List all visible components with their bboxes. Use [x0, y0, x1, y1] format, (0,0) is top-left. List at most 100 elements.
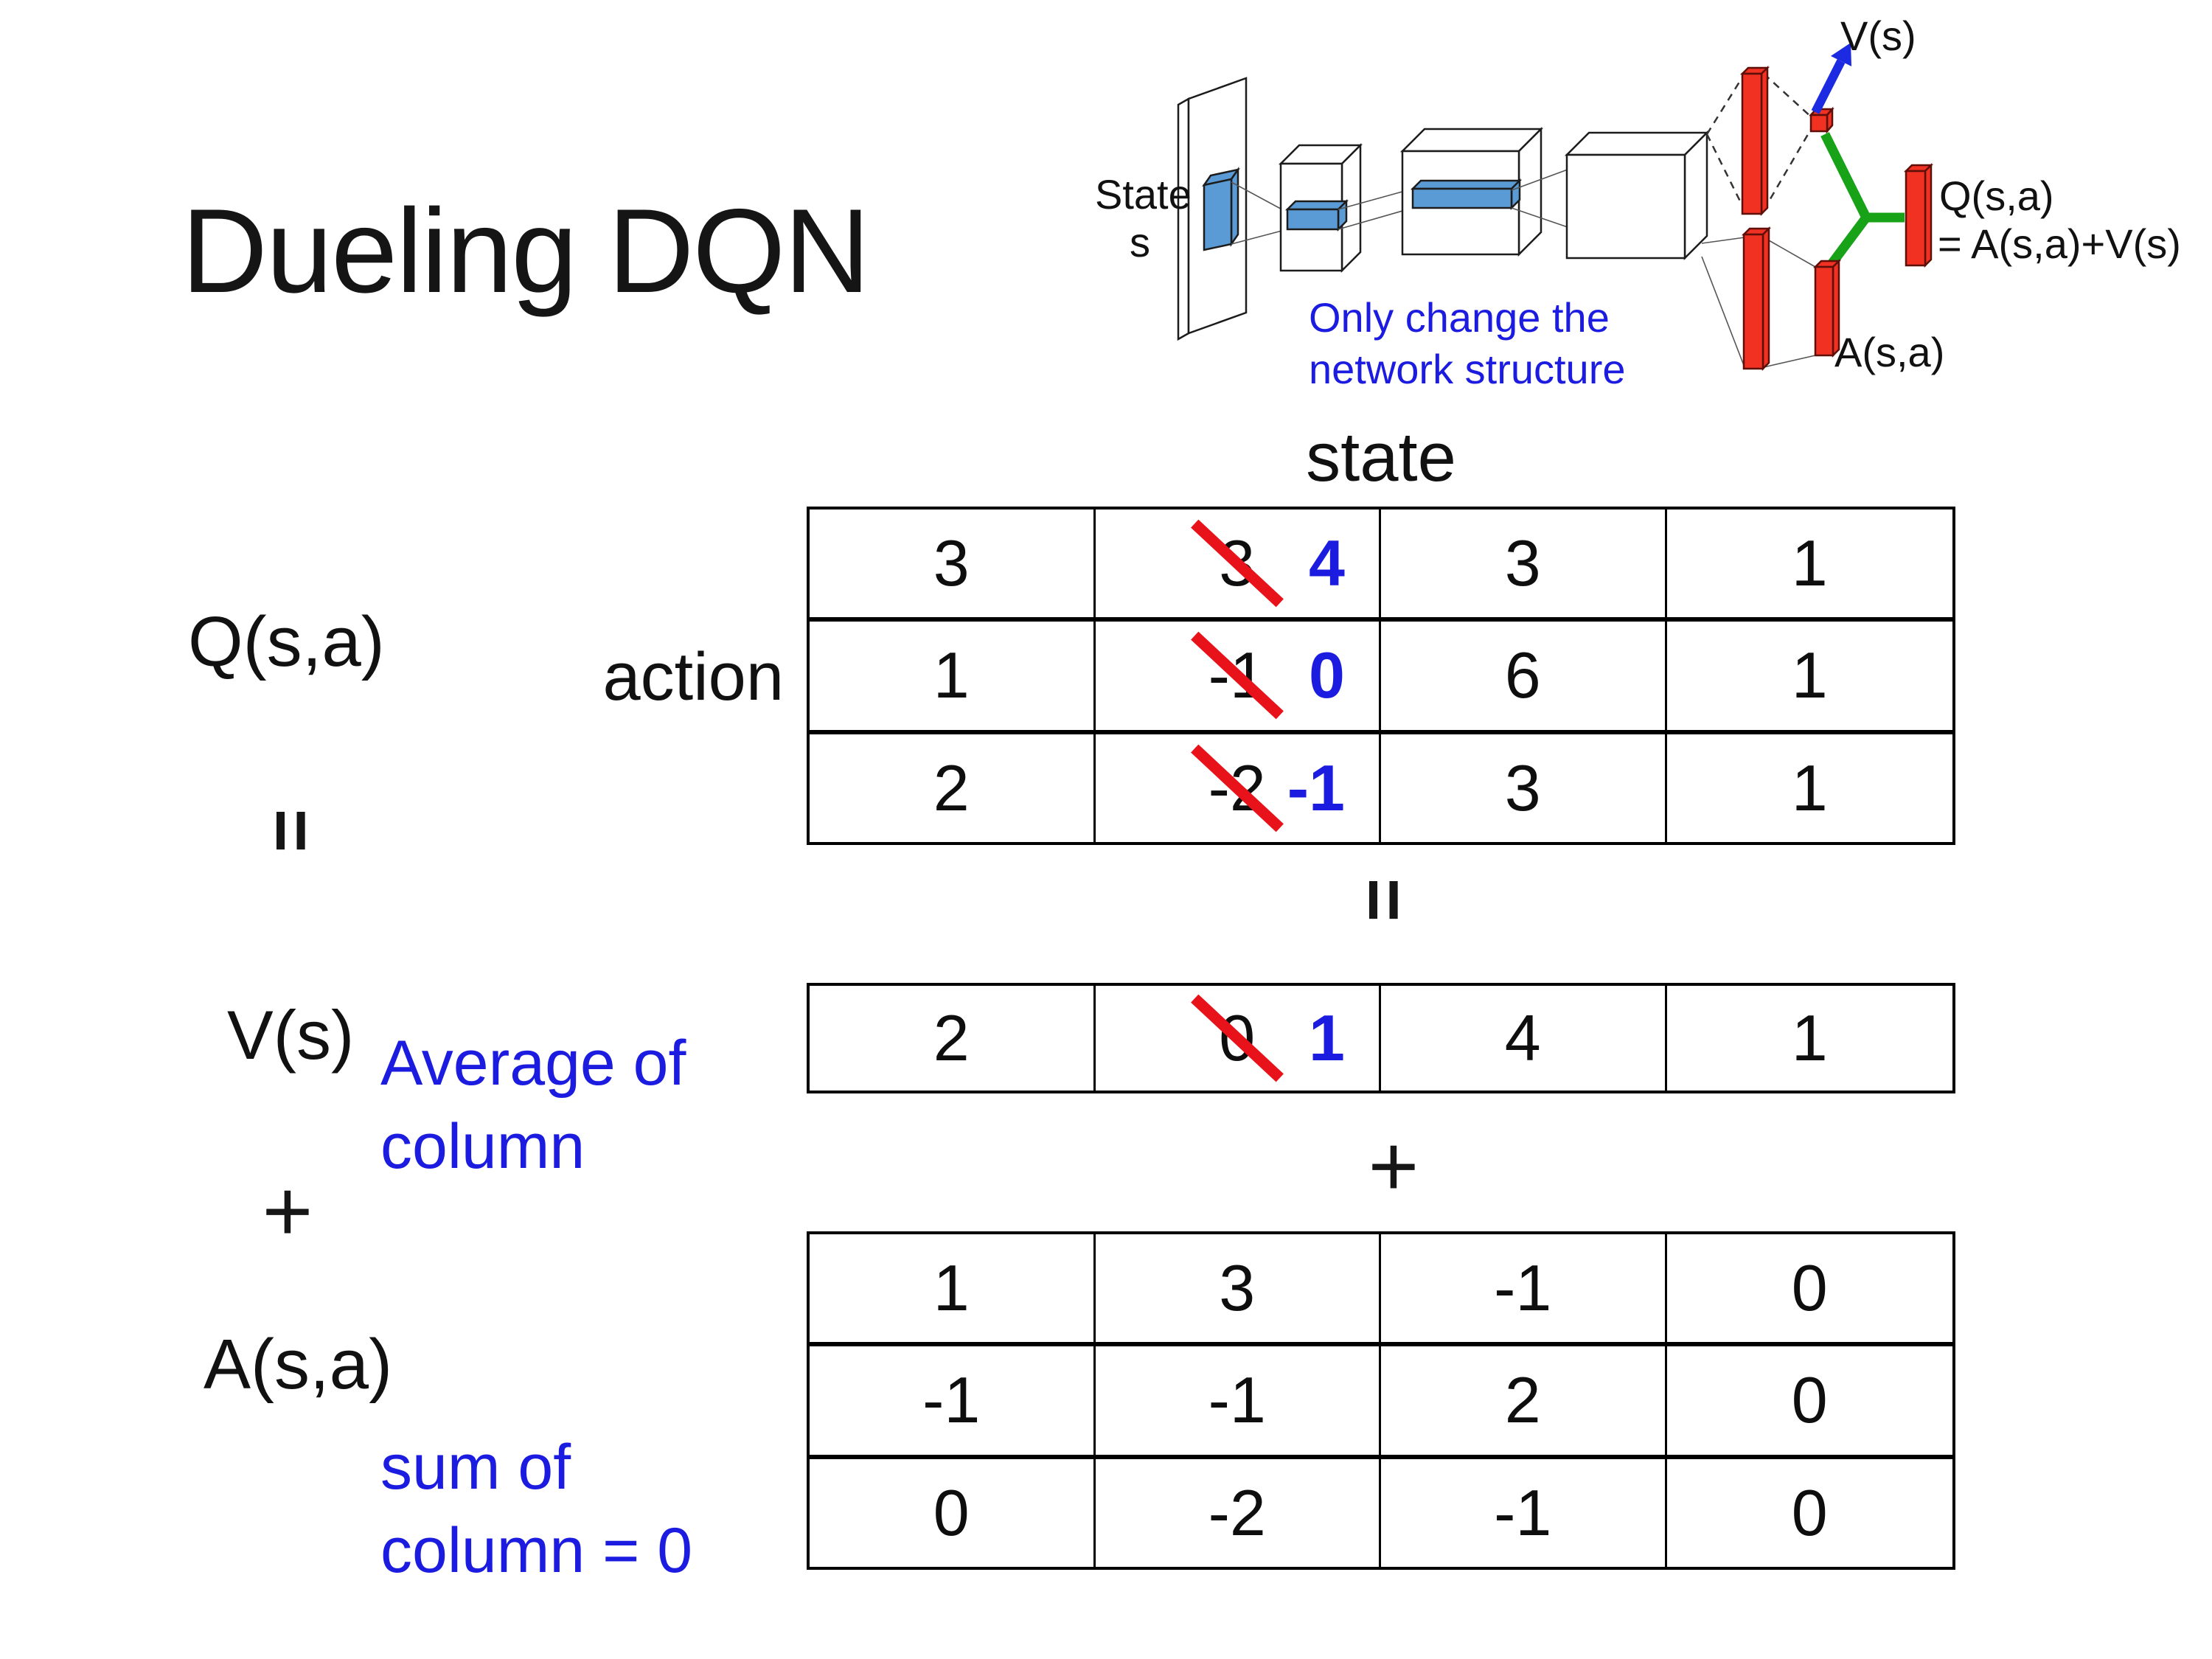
v-cell-c3: 1 [1667, 986, 1953, 1091]
merge-lines [1820, 132, 1905, 273]
a-cell-r1c2: 2 [1381, 1346, 1667, 1459]
a-cell-r0c2: -1 [1381, 1234, 1667, 1347]
new-value: 0 [1309, 639, 1345, 712]
cell-value: 1 [933, 639, 970, 712]
fc-advantage-bar [1741, 226, 1772, 372]
q-cell-r2c0: 2 [810, 734, 1096, 842]
advantage-stream-connections [1701, 237, 1816, 368]
diagram-note-line2: network structure [1309, 346, 1626, 392]
q-cell-r1c2: 6 [1381, 622, 1667, 734]
value-output-arrow [1811, 43, 1851, 114]
state-axis-label: state [1306, 418, 1456, 495]
cell-value: 1 [1791, 526, 1828, 600]
a-cell-r2c2: -1 [1381, 1458, 1667, 1567]
cone-line [1511, 207, 1568, 228]
feature-slab-2 [1410, 178, 1523, 211]
slide-title: Dueling DQN [181, 184, 870, 318]
a-cell-r0c3: 0 [1666, 1234, 1952, 1347]
cell-value: 3 [1219, 1251, 1256, 1325]
v-matrix-label: V(s) [227, 996, 355, 1074]
state-input-label-s: s [1130, 219, 1150, 265]
a-cell-r2c0: 0 [810, 1458, 1096, 1567]
note-line: Average of [380, 1028, 686, 1099]
dueling-network-diagram: State s V(s) Q(s,a) = A(s,a)+V(s) A(s,a)… [1095, 13, 2181, 392]
value-output-label: V(s) [1840, 13, 1916, 59]
equals-operator-left: = [249, 790, 333, 870]
q-cell-r1c0: 1 [810, 622, 1096, 734]
q-cell-r0c0: 3 [810, 509, 1096, 622]
a-matrix-label: A(s,a) [204, 1325, 393, 1404]
a-cell-r1c0: -1 [810, 1346, 1096, 1459]
note-line: sum of [380, 1432, 571, 1503]
cell-value: 0 [1791, 1475, 1828, 1549]
q-cell-r0c3: 1 [1666, 509, 1952, 622]
q-cell-r0c2: 3 [1381, 509, 1667, 622]
cell-value: -1 [1494, 1475, 1552, 1549]
a-cell-r2c1: -2 [1096, 1458, 1381, 1567]
fc-value-bar [1739, 65, 1770, 217]
q-matrix-label: Q(s,a) [188, 602, 385, 681]
q-cell-r2c2: 3 [1381, 734, 1667, 842]
cone-line [1338, 188, 1413, 210]
q-cell-r2c3: 1 [1667, 734, 1953, 842]
plus-operator-center: + [1368, 1118, 1419, 1215]
a-cell-r1c3: 0 [1666, 1346, 1952, 1459]
cone-line [1231, 229, 1288, 245]
average-of-column-note: Average of column [380, 1022, 686, 1189]
cell-value: -1 [1208, 1363, 1266, 1437]
note-line: column = 0 [380, 1515, 693, 1586]
cell-value: 3 [1504, 751, 1541, 824]
cell-value: 1 [1791, 639, 1828, 712]
cell-value: 0 [933, 1475, 970, 1549]
equals-glyph: = [249, 808, 334, 852]
cell-value: 3 [1504, 526, 1541, 600]
note-line: column [380, 1111, 585, 1182]
value-scalar-node [1809, 106, 1834, 134]
sum-of-column-note: sum of column = 0 [380, 1426, 692, 1593]
cell-value: 0 [1791, 1251, 1828, 1325]
q-cell-r1c1: -1 0 [1095, 622, 1381, 734]
q-cell-r0c1: 3 4 [1095, 509, 1381, 622]
feature-slab-1 [1284, 198, 1349, 232]
cell-value: -2 [1208, 1475, 1266, 1549]
cell-value: 1 [1791, 1001, 1828, 1074]
equals-operator-center: = [1342, 860, 1426, 939]
v-cell-c2: 4 [1381, 986, 1667, 1091]
plus-operator-left: + [262, 1163, 313, 1260]
cell-value: 2 [1504, 1363, 1541, 1437]
new-value: 4 [1309, 526, 1345, 600]
cell-value: -1 [1494, 1251, 1552, 1325]
conv-layer-3 [1564, 130, 1710, 261]
q-cell-r2c1: -2 -1 [1096, 734, 1381, 842]
cell-value: 0 [1791, 1363, 1828, 1437]
cell-value: 2 [933, 1001, 970, 1074]
q-output-label: Q(s,a) [1939, 173, 2054, 219]
advantage-output-label: A(s,a) [1834, 329, 1944, 375]
diagram-note-line1: Only change the [1309, 294, 1610, 341]
cone-line [1231, 181, 1288, 213]
advantage-table: 1 3 -1 0 -1 -1 2 0 0 -2 -1 0 [807, 1231, 1955, 1570]
cone-line [1511, 169, 1568, 191]
cone-line [1338, 207, 1413, 230]
cell-value: -1 [922, 1363, 981, 1437]
cell-value: 6 [1504, 639, 1541, 712]
advantage-vector-bar [1812, 258, 1842, 358]
cell-value: 3 [933, 526, 970, 600]
v-value-row: 2 0 1 4 1 [807, 983, 1955, 1093]
state-input-label: State [1095, 171, 1192, 218]
cell-value: 1 [933, 1251, 970, 1325]
value-stream-connections [1705, 73, 1814, 211]
v-cell-c1: 0 1 [1096, 986, 1381, 1091]
cell-value: 2 [933, 751, 970, 824]
q-output-bar [1903, 162, 1934, 268]
cell-value: 4 [1504, 1001, 1541, 1074]
equals-glyph: = [1342, 877, 1427, 922]
a-cell-r0c1: 3 [1095, 1234, 1381, 1347]
q-output-formula: = A(s,a)+V(s) [1938, 220, 2181, 267]
new-value: -1 [1287, 751, 1345, 824]
v-cell-c0: 2 [810, 986, 1096, 1091]
a-cell-r0c0: 1 [810, 1234, 1096, 1347]
q-cell-r1c3: 1 [1666, 622, 1952, 734]
a-cell-r1c1: -1 [1095, 1346, 1381, 1459]
